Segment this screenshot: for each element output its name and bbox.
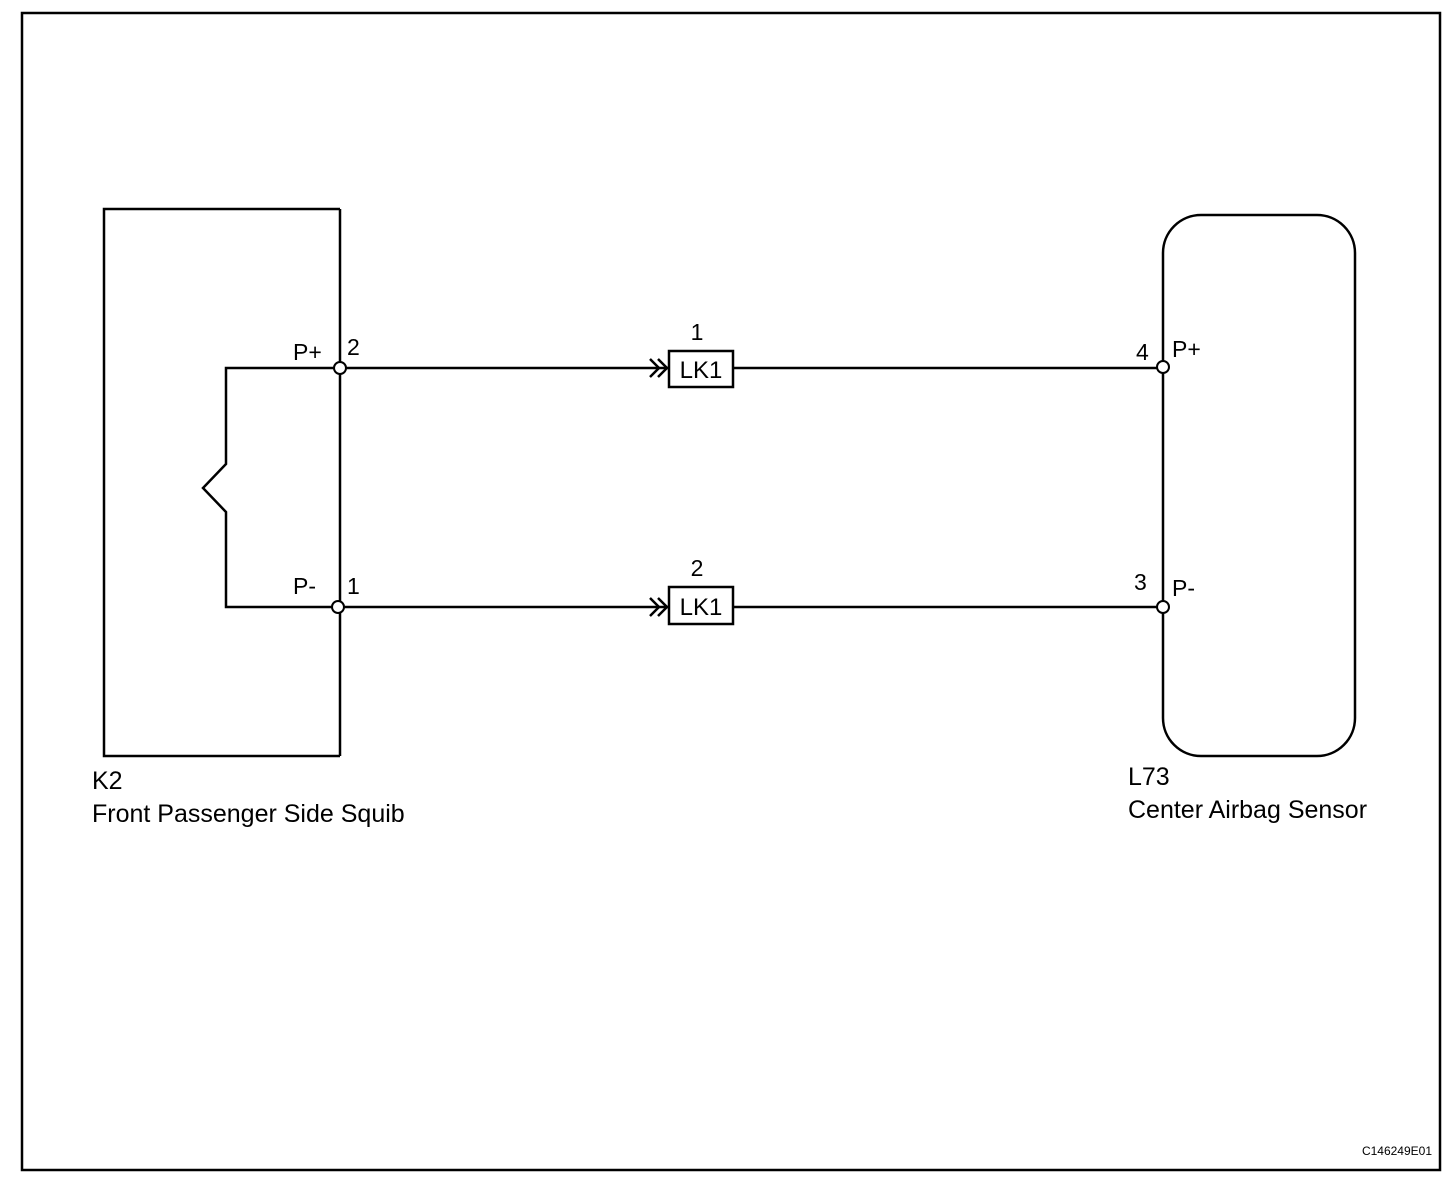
k2-code: K2: [92, 767, 123, 795]
diagram-frame: [20, 11, 1442, 1172]
connector-lk1-box-2: [667, 585, 735, 626]
l73-pin-signal-p-plus: P+: [1172, 336, 1201, 362]
l73-pin-signal-p-minus: P-: [1172, 575, 1195, 601]
connector-lk1-label-2: LK1: [680, 594, 723, 621]
k2-name: Front Passenger Side Squib: [92, 800, 405, 828]
k2-pin-number-1: 1: [347, 573, 360, 599]
component-k2-squib: K2 Front Passenger Side Squib P+ 2 P- 1: [92, 207, 405, 828]
l73-name: Center Airbag Sensor: [1128, 796, 1367, 824]
connector-lk1-label-1: LK1: [680, 357, 723, 384]
k2-pin-number-2: 2: [347, 334, 360, 360]
l73-pin-number-3: 3: [1134, 569, 1147, 595]
k2-pin-signal-p-minus: P-: [293, 573, 316, 599]
l73-code: L73: [1128, 763, 1170, 791]
figure-id: C146249E01: [1362, 1144, 1432, 1158]
wire-p-minus: LK1 2: [338, 555, 1163, 626]
component-l73-sensor: L73 Center Airbag Sensor 4 P+ 3 P-: [1128, 213, 1367, 824]
k2-pin-signal-p-plus: P+: [293, 339, 322, 365]
connector-arrow-2a: [649, 597, 661, 617]
connector-lk1-pin-1: 1: [691, 319, 704, 345]
terminal-l73-pin-4: [1156, 360, 1170, 374]
k2-outline: [102, 207, 340, 758]
connector-arrow-1a: [649, 358, 661, 378]
l73-outline: [1161, 213, 1357, 758]
connector-arrow-1b: [657, 358, 669, 378]
terminal-k2-pin-2: [333, 361, 347, 375]
terminal-l73-pin-3: [1156, 600, 1170, 614]
connector-arrow-2b: [657, 597, 669, 617]
squib-element-symbol: [201, 366, 340, 609]
wire-p-plus: LK1 1: [340, 319, 1163, 389]
terminal-k2-pin-1: [331, 600, 345, 614]
connector-lk1-pin-2: 2: [691, 555, 704, 581]
l73-pin-number-4: 4: [1136, 339, 1149, 365]
